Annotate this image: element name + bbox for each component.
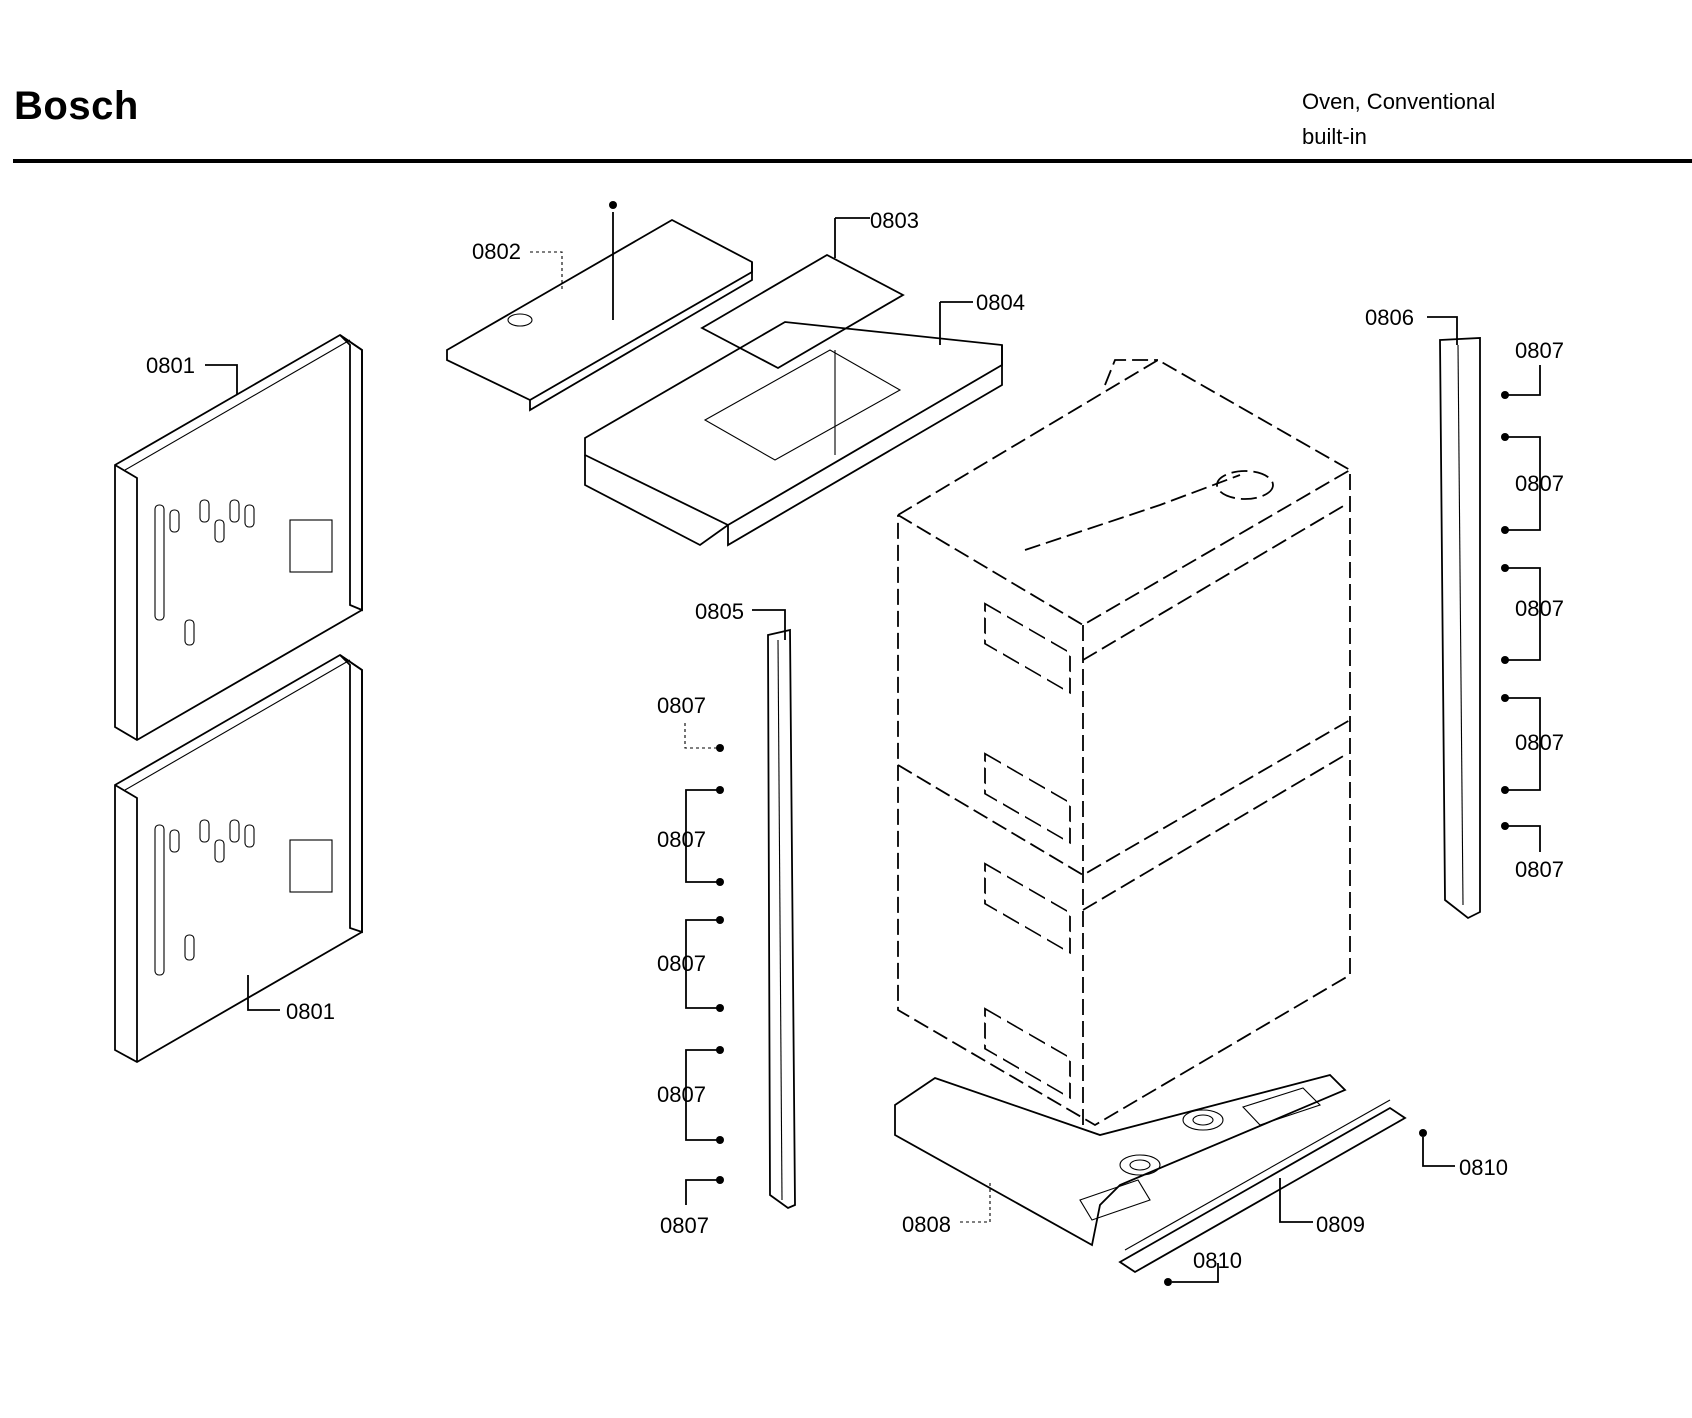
right-rail-leader [1427,316,1458,345]
front-strip-part [1118,1099,1407,1274]
right-rail-part [1439,337,1481,920]
label-0807-left-1: 0807 [657,693,706,718]
header-divider [13,159,1692,163]
base-plate-leader [960,1180,991,1223]
label-0806: 0806 [1365,305,1414,330]
top-cover-leader [530,251,563,292]
front-strip-leader [1279,1178,1313,1223]
side-panel-lower [114,653,363,1064]
label-0807-left-4: 0807 [657,1082,706,1107]
left-rail-leader [752,609,786,640]
side-panel-upper [114,333,363,742]
brand-title: Bosch [14,84,139,128]
base-screws [1164,1129,1427,1286]
side-panel-lower-leader [247,975,280,1011]
label-0805: 0805 [695,599,744,624]
label-0807-right-2: 0807 [1515,471,1564,496]
label-0802: 0802 [472,239,521,264]
base-plate-part [894,1073,1347,1247]
label-0808: 0808 [902,1212,951,1237]
base-screw-bottom-leader [1172,1263,1219,1283]
product-description: Oven, Conventional built-in [1302,84,1495,154]
label-0807-left-2: 0807 [657,827,706,852]
product-variant: built-in [1302,124,1367,149]
label-0809: 0809 [1316,1212,1365,1237]
label-0810-bottom: 0810 [1193,1248,1242,1273]
label-0807-right-3: 0807 [1515,596,1564,621]
right-screw-leaders [1507,365,1541,852]
label-0807-right-1: 0807 [1515,338,1564,363]
right-rail-screws [1501,391,1509,830]
label-0807-left-5: 0807 [660,1213,709,1238]
top-cover-part [446,201,753,412]
left-rail-part [767,628,796,1210]
label-0807-right-5: 0807 [1515,857,1564,882]
product-type: Oven, Conventional [1302,89,1496,114]
label-0803: 0803 [870,208,919,233]
label-0810-right: 0810 [1459,1155,1508,1180]
top-plate-part [700,253,905,370]
label-0801-lower: 0801 [286,999,335,1024]
base-screw-right-leader [1422,1137,1455,1167]
top-duct-part [584,321,1003,547]
left-rail-screws [716,744,724,1184]
label-0807-right-4: 0807 [1515,730,1564,755]
label-0801-upper: 0801 [146,353,195,378]
label-0804: 0804 [976,290,1025,315]
label-0807-left-3: 0807 [657,951,706,976]
side-panel-upper-leader [205,364,238,395]
left-screw-leaders [684,723,718,1205]
oven-cavity-frame [897,358,1351,1127]
